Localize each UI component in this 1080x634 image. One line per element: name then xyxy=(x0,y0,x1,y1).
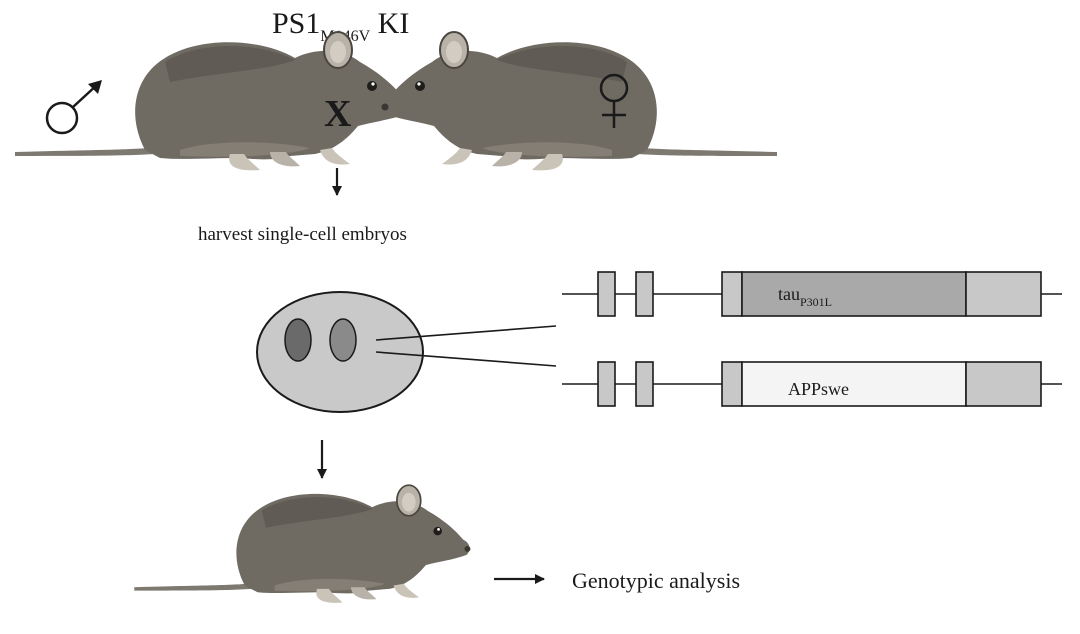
injection-line-tau xyxy=(375,325,557,341)
promoter-box-tau xyxy=(721,271,743,317)
exon-2-tau xyxy=(635,271,654,317)
coding-box-app xyxy=(741,361,967,407)
embryo xyxy=(256,291,424,413)
female-mouse-image xyxy=(380,31,778,172)
injection-line-app xyxy=(375,351,557,367)
construct-app-label: APPswe xyxy=(788,379,849,399)
polya-box-app xyxy=(965,361,1042,407)
promoter-box-app xyxy=(721,361,743,407)
pronucleus-right xyxy=(329,318,357,362)
construct-tau xyxy=(562,271,1062,317)
female-symbol-icon xyxy=(599,73,629,128)
coding-box-tau xyxy=(741,271,967,317)
male-symbol-icon xyxy=(45,80,102,135)
harvest-step-label: harvest single-cell embryos xyxy=(198,224,407,245)
pronucleus-left xyxy=(284,318,312,362)
construct-app xyxy=(562,361,1062,407)
genotypic-analysis-label: Genotypic analysis xyxy=(572,568,740,593)
exon-1-tau xyxy=(597,271,616,317)
exon-1-app xyxy=(597,361,616,407)
offspring-mouse-image xyxy=(133,484,472,604)
polya-box-tau xyxy=(965,271,1042,317)
construct-tau-label: tauP301L xyxy=(778,284,832,309)
exon-2-app xyxy=(635,361,654,407)
cross-symbol: X xyxy=(324,93,351,135)
